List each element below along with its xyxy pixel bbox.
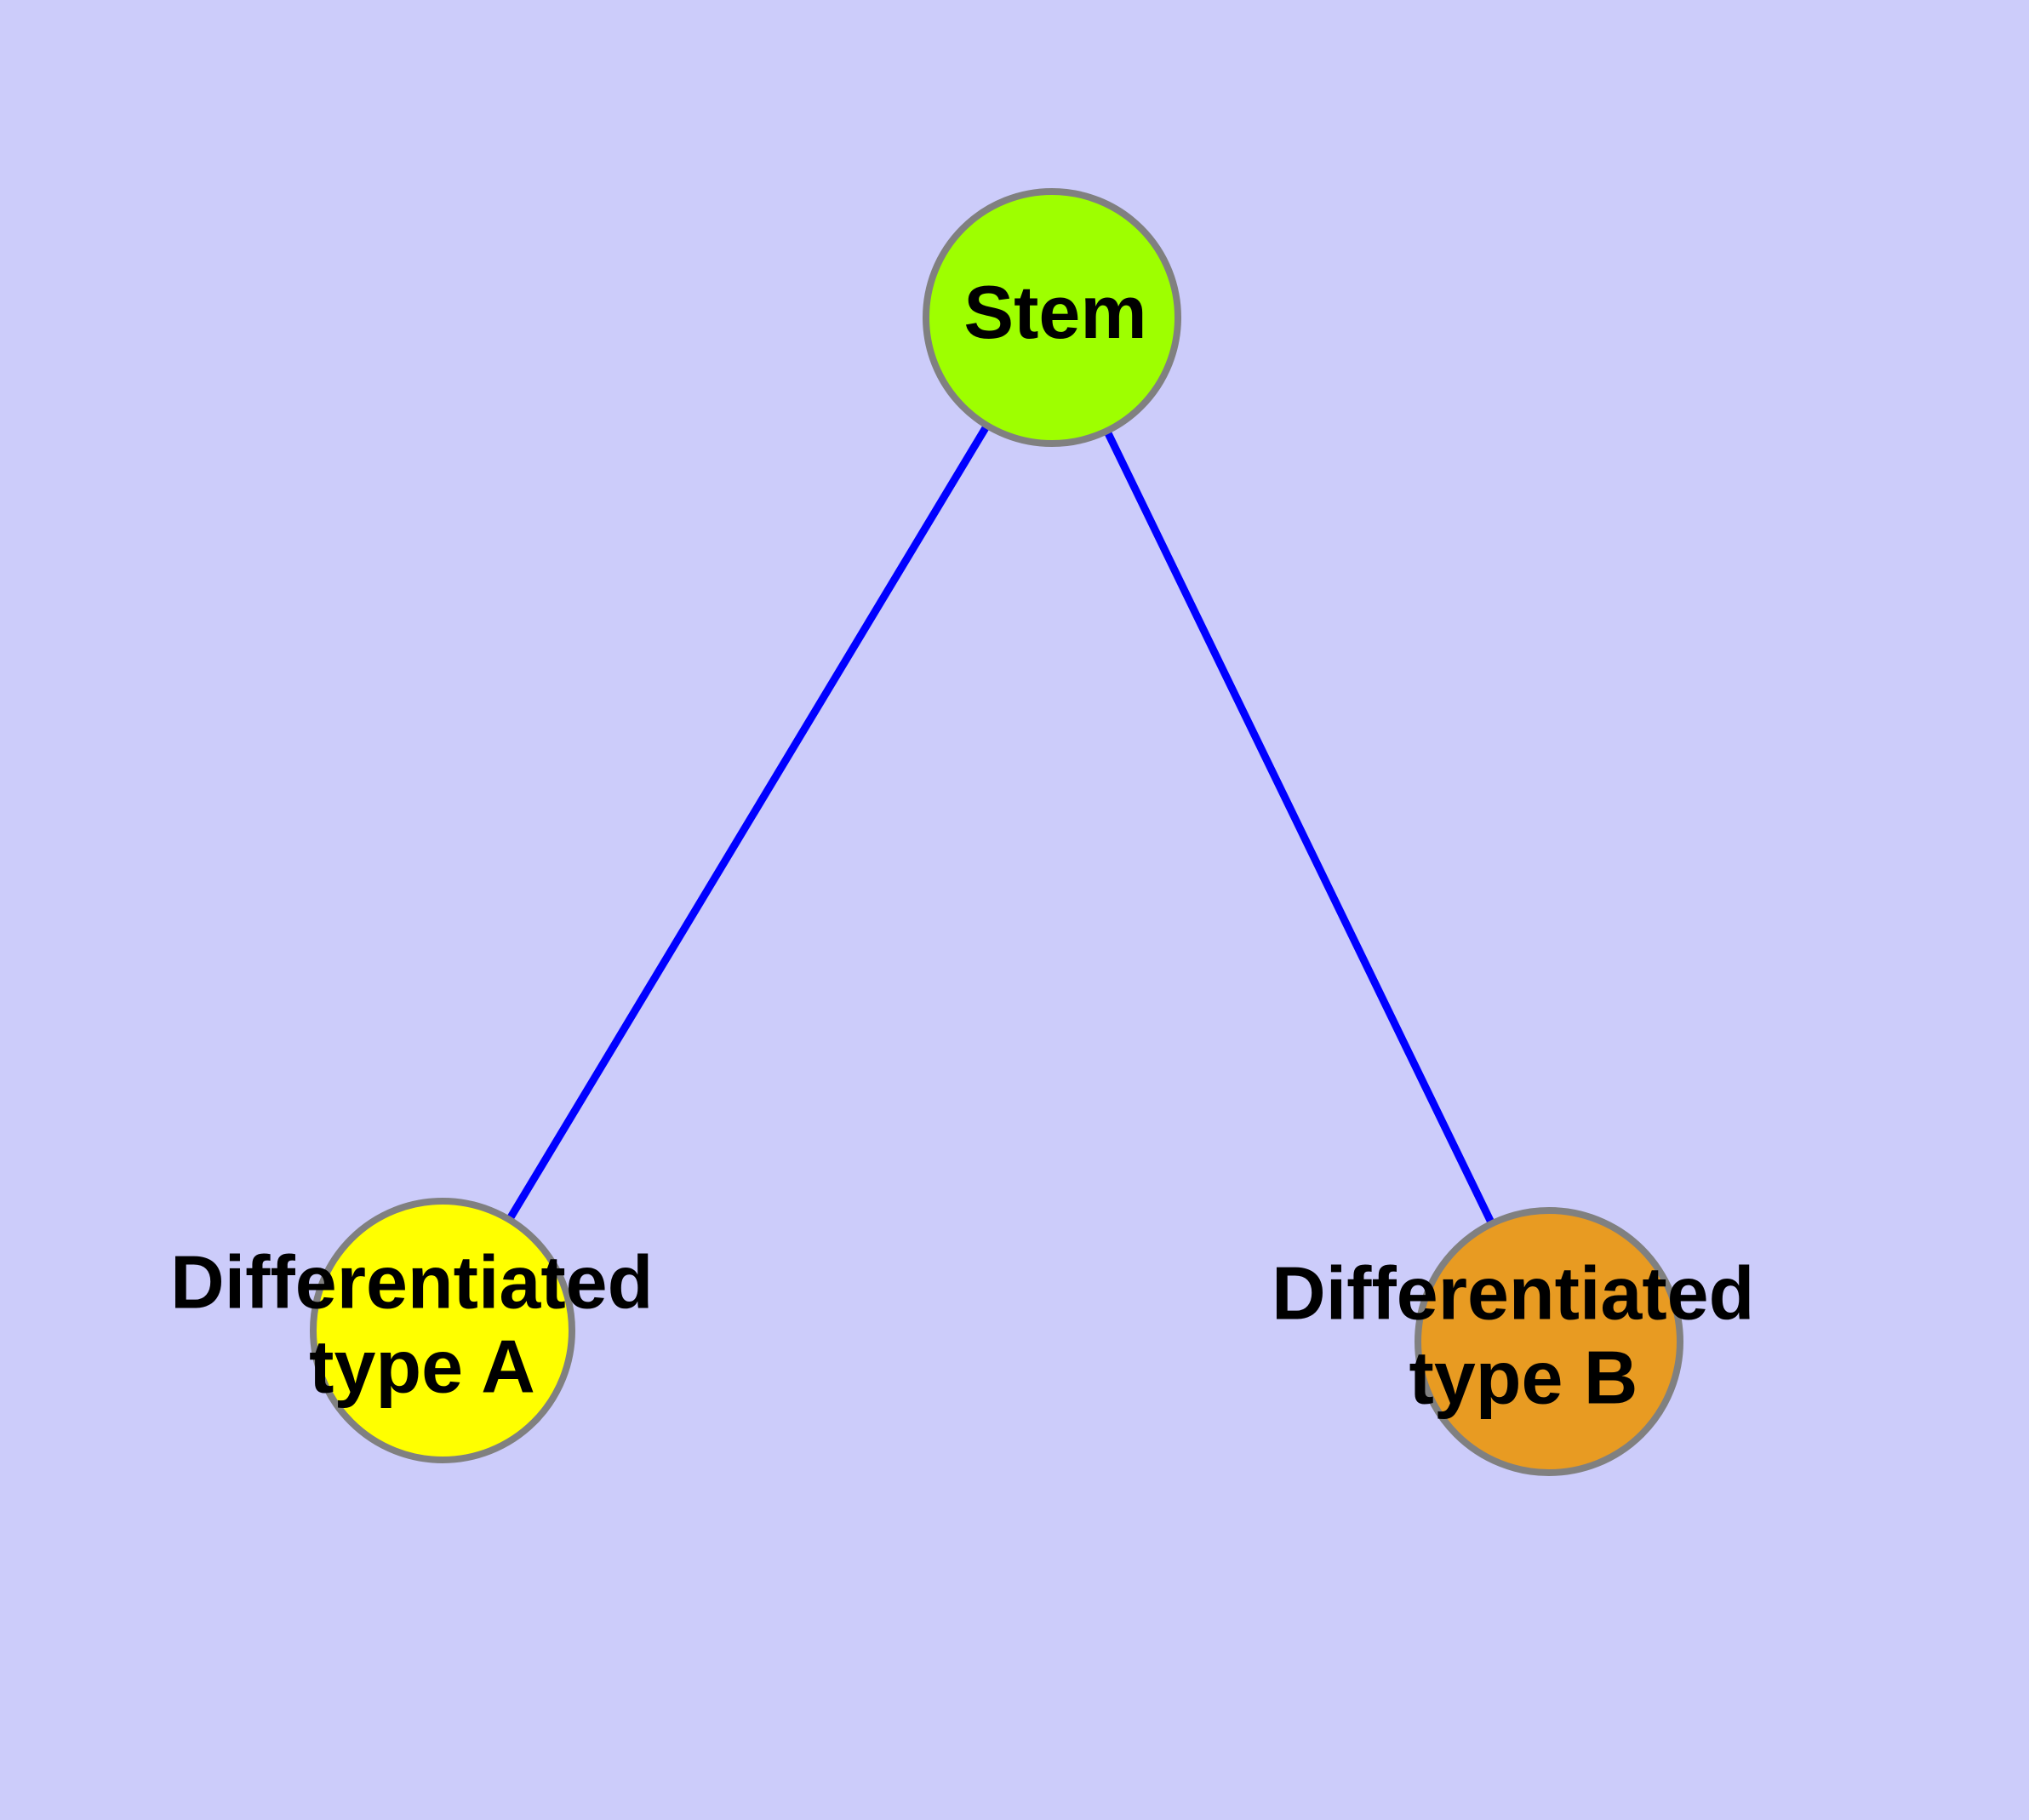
node-differentiated-type-b[interactable]: [1415, 1207, 1683, 1476]
node-stem-label: Stem: [963, 270, 1146, 354]
node-differentiated-type-b-label: Differentiated type B: [1272, 1251, 1775, 1420]
node-differentiated-type-b-label-line-1: Differentiated: [1272, 1251, 1754, 1336]
node-stem[interactable]: [923, 188, 1181, 447]
edge-stem-to-differentiated-type-b[interactable]: [1048, 316, 1553, 1343]
node-differentiated-type-b-circle[interactable]: [1415, 1207, 1683, 1476]
nodes-layer: [310, 188, 1683, 1476]
node-differentiated-type-a-label-line-2: type A: [309, 1325, 535, 1409]
labels-layer: Stem Differentiated type A Differentiate…: [170, 270, 1775, 1420]
node-differentiated-type-b-label-line-2: type B: [1409, 1336, 1638, 1420]
node-differentiated-type-a-label: Differentiated type A: [170, 1240, 674, 1409]
edge-stem-to-differentiated-type-a[interactable]: [439, 315, 1055, 1333]
node-differentiated-type-a-circle[interactable]: [310, 1198, 575, 1463]
node-stem-label-line-1: Stem: [963, 270, 1146, 354]
node-differentiated-type-a-label-line-1: Differentiated: [170, 1240, 653, 1325]
edges-layer: [439, 315, 1553, 1343]
node-stem-circle[interactable]: [923, 188, 1181, 447]
node-differentiated-type-a[interactable]: [310, 1198, 575, 1463]
